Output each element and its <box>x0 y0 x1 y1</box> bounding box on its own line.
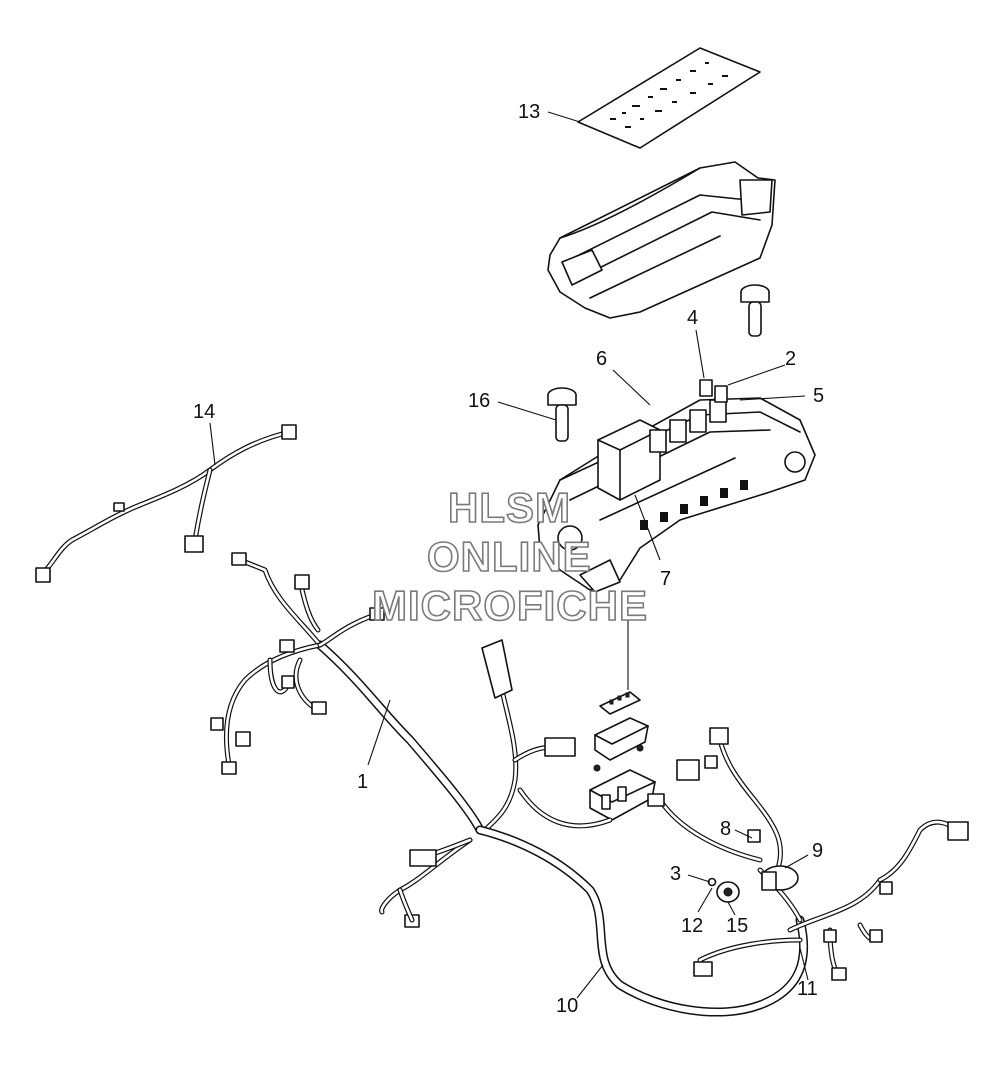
callout-5[interactable]: 5 <box>813 385 824 407</box>
relay-module <box>594 717 649 761</box>
fuse-strip-part <box>599 691 641 715</box>
callout-16[interactable]: 16 <box>468 390 490 412</box>
callout-2[interactable]: 2 <box>785 348 796 370</box>
decal-label-part <box>577 47 761 149</box>
callout-8[interactable]: 8 <box>720 818 731 840</box>
callout-4[interactable]: 4 <box>687 307 698 329</box>
terminal-block <box>589 764 656 821</box>
harness-10 <box>475 819 969 1017</box>
callout-14[interactable]: 14 <box>193 401 215 423</box>
leader-lines <box>209 111 809 999</box>
relay-block <box>597 419 661 501</box>
right-mid-harness <box>647 727 799 891</box>
harness-14 <box>35 424 297 583</box>
callouts: 13 4 2 5 6 16 7 14 1 8 9 3 12 15 10 11 <box>193 101 824 1017</box>
callout-11[interactable]: 11 <box>797 978 818 1000</box>
callout-1[interactable]: 1 <box>357 771 368 793</box>
callout-10[interactable]: 10 <box>556 995 578 1017</box>
grommet-15-part <box>716 881 740 903</box>
callout-12[interactable]: 12 <box>681 915 703 937</box>
callout-9[interactable]: 9 <box>812 840 823 862</box>
fuse-box-base <box>537 379 816 593</box>
watermark: HLSM ONLINE MICROFICHE <box>371 483 648 630</box>
fuses <box>649 379 728 453</box>
callout-13[interactable]: 13 <box>518 101 540 123</box>
callout-15[interactable]: 15 <box>726 915 748 937</box>
bolt-right <box>740 284 770 337</box>
lower-left-branch <box>379 837 473 928</box>
callout-6[interactable]: 6 <box>596 348 607 370</box>
callout-7[interactable]: 7 <box>660 568 671 590</box>
fuse-box-cover <box>547 161 776 319</box>
watermark-line-3: MICROFICHE <box>372 582 648 629</box>
center-harness <box>481 639 613 833</box>
main-harness-1 <box>210 552 485 835</box>
watermark-line-2: ONLINE <box>427 533 592 580</box>
callout-3[interactable]: 3 <box>670 863 681 885</box>
bolt-16-part <box>547 387 577 442</box>
watermark-line-1: HLSM <box>448 484 571 531</box>
